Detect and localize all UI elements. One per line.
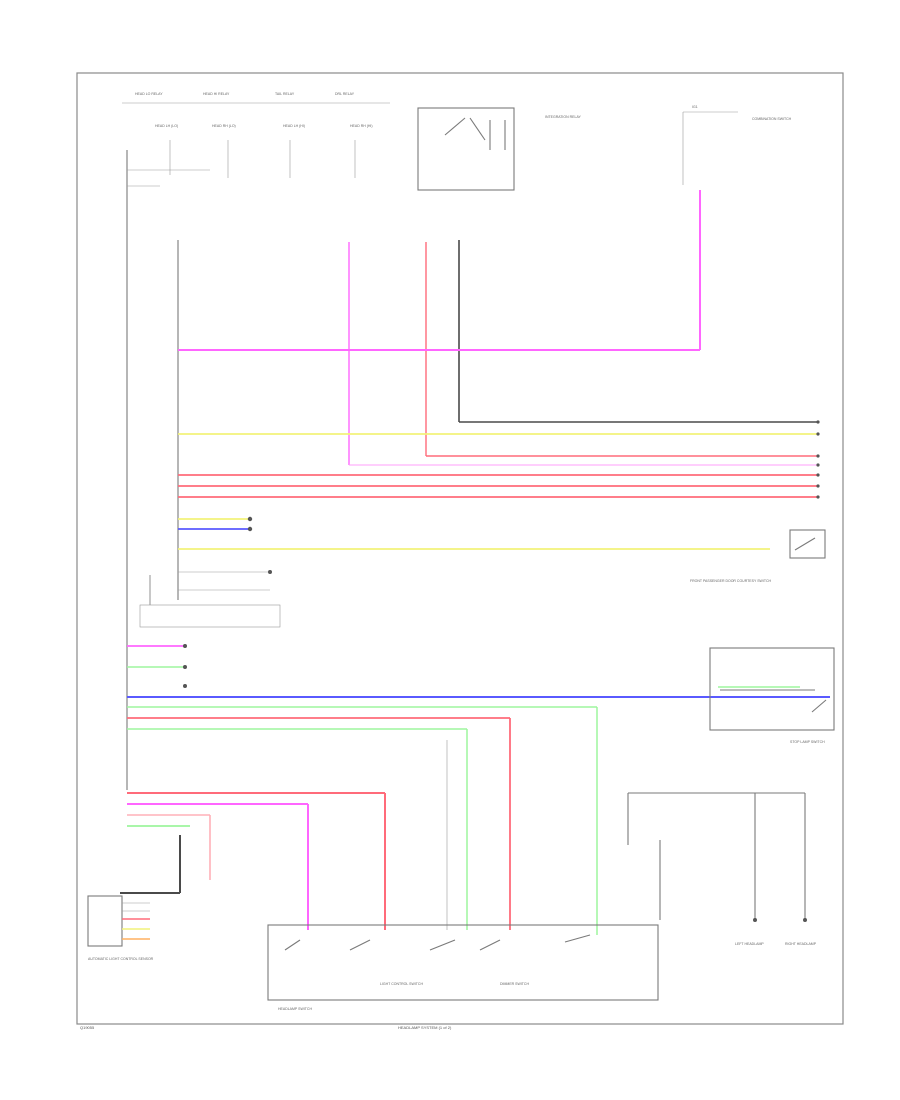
right-headlamp-label: RIGHT HEADLAMP <box>785 942 817 946</box>
top-power-header: HEAD LO RELAY HEAD HI RELAY TAIL RELAY D… <box>122 92 390 178</box>
front-door-courtesy-label: FRONT PASSENGER DOOR COURTESY SWITCH <box>690 579 772 583</box>
relay-label-2: HEAD HI RELAY <box>203 92 230 96</box>
headlamp-switch-label: HEADLAMP SWITCH <box>278 1007 312 1011</box>
relay-label-4: DRL RELAY <box>335 92 355 96</box>
fuse-label-1: HEAD LH (LO) <box>155 124 178 128</box>
relay-label-3: TAIL RELAY <box>275 92 295 96</box>
light-control-switch-label: LIGHT CONTROL SWITCH <box>380 982 423 986</box>
combination-switch-label: COMBINATION SWITCH <box>752 117 792 121</box>
main-body-ecu-bus <box>126 150 210 790</box>
headlamp-feeds: LEFT HEADLAMP RIGHT HEADLAMP <box>627 792 817 946</box>
fuse-label-3: HEAD LH (HI) <box>283 124 305 128</box>
headlamp-switch: LIGHT CONTROL SWITCH DIMMER SWITCH HEADL… <box>267 924 659 1011</box>
ig1-feed: IG1 COMBINATION SWITCH <box>682 105 792 185</box>
left-headlamp-label: LEFT HEADLAMP <box>735 942 764 946</box>
front-door-courtesy-switch: FRONT PASSENGER DOOR COURTESY SWITCH <box>690 529 826 583</box>
stop-lamp-switch-label: STOP LAMP SWITCH <box>790 740 825 744</box>
auto-light-sensor-label: AUTOMATIC LIGHT CONTROL SENSOR <box>88 957 154 961</box>
fuse-label-4: HEAD RH (HI) <box>350 124 373 128</box>
ig1-label: IG1 <box>692 105 698 109</box>
automatic-light-sensor: AUTOMATIC LIGHT CONTROL SENSOR <box>87 895 154 961</box>
fuse-label-2: HEAD RH (LO) <box>212 124 236 128</box>
stop-lamp-switch: STOP LAMP SWITCH <box>709 647 835 744</box>
integration-relay: INTEGRATION RELAY <box>417 107 582 191</box>
dimmer-switch-label: DIMMER SWITCH <box>500 982 529 986</box>
right-edge-connectors <box>816 420 820 499</box>
diagram-frame <box>76 72 844 1025</box>
relay-label-1: HEAD LO RELAY <box>135 92 163 96</box>
footer-code: Q19055 <box>80 1025 95 1030</box>
integration-relay-label: INTEGRATION RELAY <box>545 115 582 119</box>
footer-title: HEADLAMP SYSTEM (1 of 2) <box>398 1025 452 1030</box>
